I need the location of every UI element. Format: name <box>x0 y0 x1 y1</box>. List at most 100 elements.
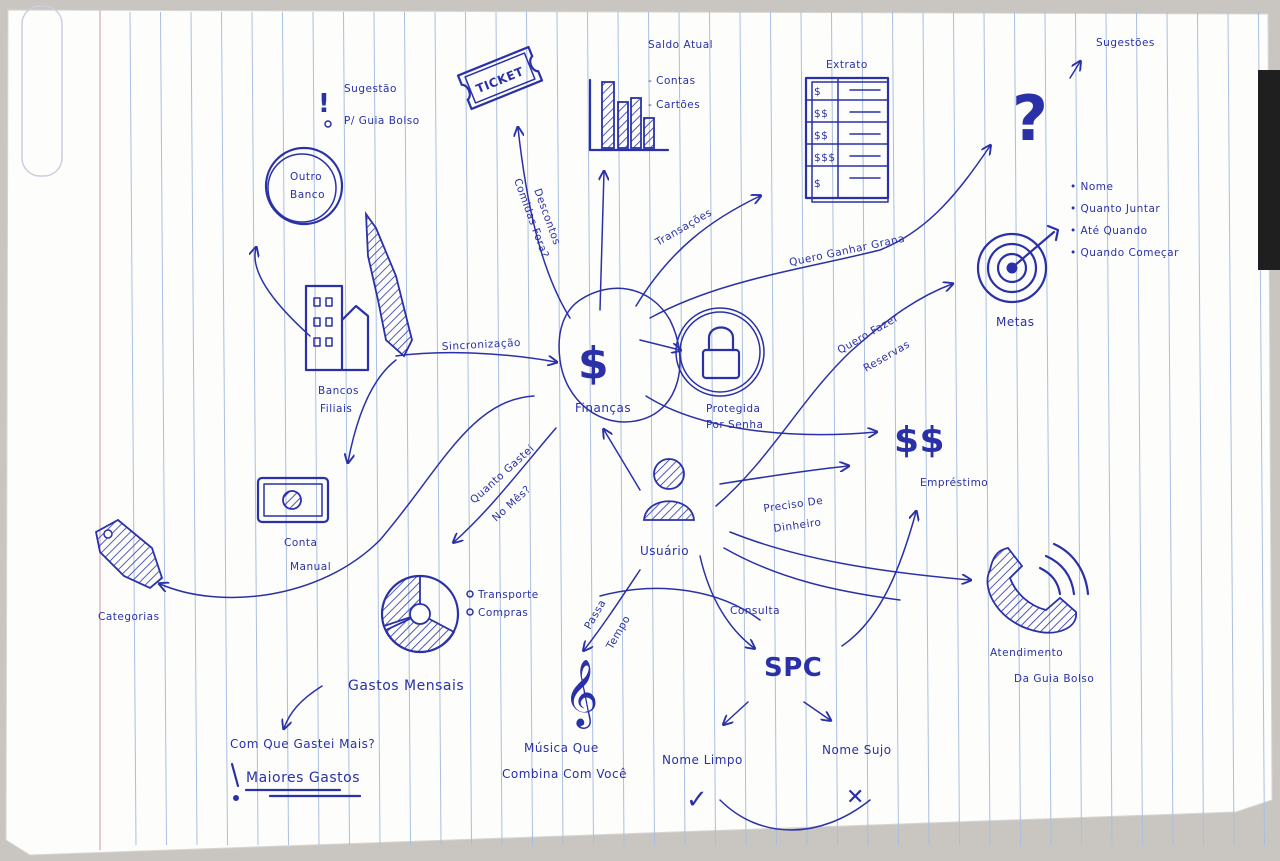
ruled-line <box>526 11 533 846</box>
gastos-legend-item: Transporte <box>477 589 539 601</box>
wallet-icon <box>256 476 330 524</box>
user-label: Usuário <box>640 544 689 558</box>
extrato-title: Extrato <box>826 59 868 71</box>
ruled-line <box>922 11 930 846</box>
categorias-node: Categorias <box>94 518 164 623</box>
emprestimo-dollar-icon: $$ <box>894 420 945 461</box>
ruled-line <box>1136 11 1143 846</box>
bar-chart-icon <box>588 78 670 152</box>
background-edge <box>1258 70 1280 270</box>
maiores-gastos-label: Maiores Gastos <box>246 770 360 786</box>
lock-icon <box>701 348 741 380</box>
gastos-title: Gastos Mensais <box>348 678 464 694</box>
saldo-item-cartoes: - Cartões <box>648 99 700 111</box>
ruled-line <box>190 11 198 846</box>
ruled-line <box>495 11 503 846</box>
ruled-line <box>312 11 320 846</box>
sugestao-title: Sugestão <box>344 83 397 95</box>
saldo-node: Saldo Atual - Contas - Cartões <box>588 39 713 152</box>
musica-node: 𝄞 Música Que Combina Com Você <box>502 658 627 781</box>
ruled-line <box>1075 11 1082 846</box>
lock-label-1: Protegida <box>706 403 760 415</box>
sugestao-subtitle: P/ Guia Bolso <box>344 115 420 127</box>
bancos-label-1: Bancos <box>318 385 359 397</box>
ruled-line <box>1044 11 1052 846</box>
sugestao-bolso-node: ! Sugestão P/ Guia Bolso <box>318 83 420 128</box>
binder-tab <box>21 5 63 177</box>
exclamation-icon: ! <box>318 89 330 119</box>
ruled-line <box>953 11 960 846</box>
extrato-row: $$$ <box>814 152 836 164</box>
ruled-line <box>343 11 350 846</box>
ruled-line <box>1166 11 1174 846</box>
ruled-line <box>800 11 808 846</box>
metas-item: • Nome <box>1070 181 1114 193</box>
ruled-line <box>1105 11 1113 846</box>
tag-icon <box>94 518 164 590</box>
ruled-line <box>1197 11 1204 846</box>
conta-manual-node: Conta Manual <box>256 476 331 573</box>
bancos-node: Bancos Filiais <box>304 210 413 415</box>
extrato-row: $$ <box>814 108 828 120</box>
ruled-line <box>221 11 228 846</box>
cross-icon: ✕ <box>846 785 865 810</box>
metas-item: • Quanto Juntar <box>1070 203 1160 215</box>
spc-node: SPC Nome Limpo Nome Sujo ✓ ✕ <box>662 653 892 831</box>
ruled-line <box>861 11 869 846</box>
lock-label-2: Por Senha <box>706 419 763 431</box>
pie-chart-icon <box>380 574 460 654</box>
sugestoes-node: Sugestões ? <box>1012 37 1155 155</box>
metas-item: • Até Quando <box>1070 225 1148 237</box>
outro-banco-label-2: Banco <box>290 189 325 201</box>
atendimento-label-1: Atendimento <box>990 647 1063 659</box>
emprestimo-node: $$ Empréstimo <box>894 420 988 489</box>
extrato-row: $ <box>814 86 821 98</box>
ruled-line <box>160 11 167 846</box>
paper-sheet <box>5 5 1280 856</box>
metas-title: Metas <box>996 315 1035 329</box>
extrato-row: $ <box>814 178 821 190</box>
ruled-line <box>251 11 259 846</box>
gastos-legend-item: Compras <box>478 607 528 619</box>
hub-label: Finanças <box>575 401 631 415</box>
ruled-line <box>709 11 716 846</box>
ruled-line <box>678 11 686 846</box>
ruled-line <box>1014 11 1021 846</box>
ruled-line <box>373 11 381 846</box>
ticket-icon <box>456 45 544 111</box>
target-icon <box>976 224 1060 304</box>
ruled-line <box>1227 11 1235 846</box>
emprestimo-label: Empréstimo <box>920 477 988 489</box>
conta-label-2: Manual <box>290 561 331 573</box>
ruled-lines <box>129 11 1265 846</box>
nome-limpo-label: Nome Limpo <box>662 753 743 767</box>
ruled-line <box>770 11 777 846</box>
atendimento-node: Atendimento Da Guia Bolso <box>986 542 1094 685</box>
metas-item: • Quando Começar <box>1070 247 1179 259</box>
ruled-line <box>282 11 289 846</box>
atendimento-label-2: Da Guia Bolso <box>1014 673 1094 685</box>
sugestoes-title: Sugestões <box>1096 37 1155 49</box>
check-icon: ✓ <box>686 785 708 815</box>
building-icon <box>304 210 413 372</box>
musica-label-2: Combina Com Você <box>502 767 627 781</box>
connectors <box>160 128 990 728</box>
nome-sujo-label: Nome Sujo <box>822 743 892 757</box>
ruled-line <box>556 11 564 846</box>
exclamation-icon <box>230 762 240 788</box>
extrato-node: Extrato $ $$ $$ $$$ $ <box>804 59 890 203</box>
edge-label-sincronizacao: Sincronização <box>442 337 522 353</box>
ruled-line <box>831 11 838 846</box>
ruled-line <box>892 11 899 846</box>
ruled-line <box>434 11 442 846</box>
bancos-label-2: Filiais <box>320 403 352 415</box>
saldo-title: Saldo Atual <box>648 39 713 51</box>
extrato-row: $$ <box>814 130 828 142</box>
ruled-line <box>587 11 594 846</box>
metas-node: Metas • Nome • Quanto Juntar • Até Quand… <box>976 181 1179 329</box>
gastos-question: Com Que Gastei Mais? <box>230 737 375 751</box>
question-mark-icon: ? <box>1012 82 1048 155</box>
spc-label: SPC <box>764 653 822 683</box>
hub-financas: $ Finanças <box>558 287 681 423</box>
